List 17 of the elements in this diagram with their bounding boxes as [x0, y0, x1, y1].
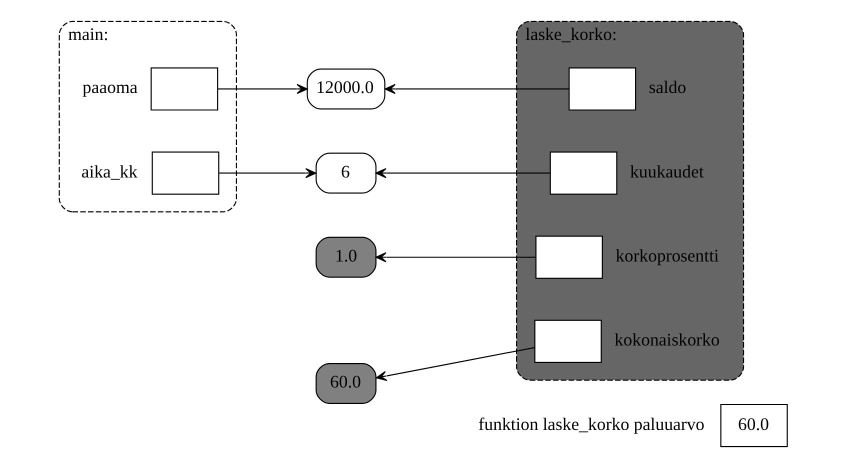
arrow	[218, 168, 316, 178]
node-box: 60.0	[315, 362, 376, 404]
node-label: aika_kk	[80, 161, 137, 182]
node-label: saldo	[648, 77, 686, 98]
node-box: 6	[315, 152, 376, 194]
arrow	[375, 347, 534, 381]
arrow	[384, 84, 568, 94]
node-label: korkoprosentti	[615, 245, 718, 266]
node-box: 1.0	[315, 236, 376, 278]
node-label: kuukaudet	[630, 161, 704, 182]
arrow	[374, 168, 550, 178]
node-label: funktion laske_korko paluuarvo	[478, 414, 704, 434]
arrow	[217, 84, 308, 94]
node-label: paaoma	[82, 77, 138, 98]
node-label: kokonaiskorko	[614, 330, 720, 350]
node-box: 12000.0	[306, 68, 385, 110]
arrow	[374, 252, 536, 262]
